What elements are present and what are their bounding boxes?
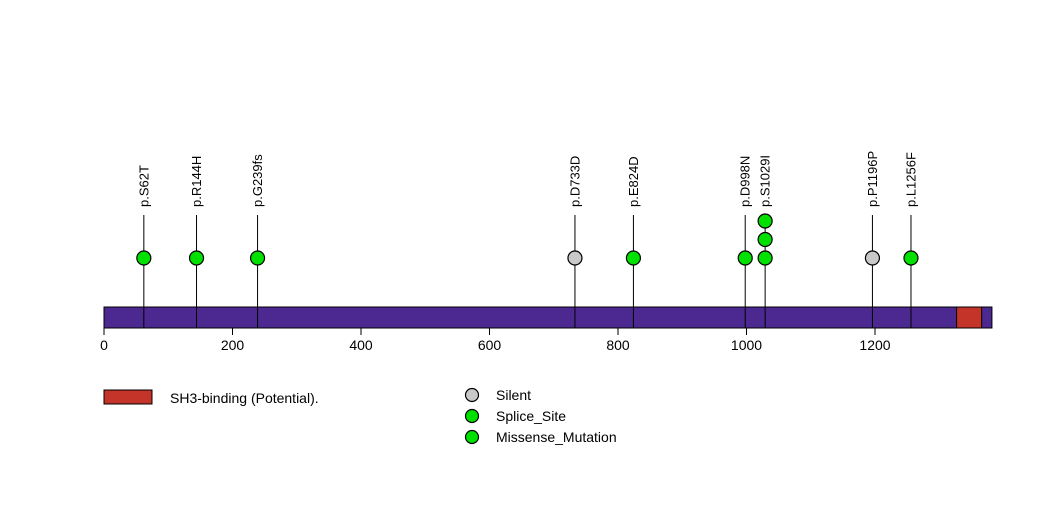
mutation-dot — [136, 250, 152, 266]
mutation-dot — [249, 250, 266, 266]
protein-domain — [956, 306, 983, 329]
legend-domain-swatch — [103, 389, 153, 405]
axis-tick-label: 0 — [100, 337, 108, 353]
mutation-label: p.E824D — [626, 156, 641, 207]
mutation-dot — [188, 250, 205, 266]
axis-tick-label: 200 — [221, 337, 245, 353]
legend-variant-swatch — [464, 429, 480, 445]
mutation-dot — [757, 231, 773, 248]
mutation-label: p.S1029I — [758, 155, 773, 207]
mutation-dot — [757, 213, 773, 229]
mutation-dot — [567, 250, 583, 266]
mutation-dot — [903, 250, 919, 266]
legend-variant-label: Silent — [496, 387, 531, 403]
legend-variant-label: Missense_Mutation — [496, 429, 617, 445]
axis-tick-label: 400 — [349, 337, 373, 353]
axis-tick-label: 1200 — [859, 337, 890, 353]
mutation-label: p.S62T — [136, 165, 151, 207]
mutation-label: p.P1196P — [865, 151, 880, 207]
protein-bar — [103, 306, 993, 329]
mutation-label: p.L1256F — [903, 152, 918, 207]
legend-variant-swatch — [464, 408, 480, 424]
mutation-label: p.D733D — [567, 156, 582, 207]
axis-tick-label: 800 — [606, 337, 630, 353]
mutation-dot — [757, 250, 773, 266]
axis-tick-label: 1000 — [731, 337, 762, 353]
mutation-label: p.G239fs — [250, 154, 265, 207]
legend-domain-label: SH3-binding (Potential). — [170, 390, 319, 406]
legend-variant-label: Splice_Site — [496, 408, 566, 424]
legend-variant-swatch — [464, 387, 480, 403]
mutation-label: p.R144H — [189, 156, 204, 207]
mutation-dot — [864, 250, 881, 266]
axis-tick-label: 600 — [478, 337, 502, 353]
mutation-dot — [625, 250, 642, 266]
mutation-label: p.D998N — [738, 156, 753, 207]
mutation-dot — [737, 250, 753, 266]
